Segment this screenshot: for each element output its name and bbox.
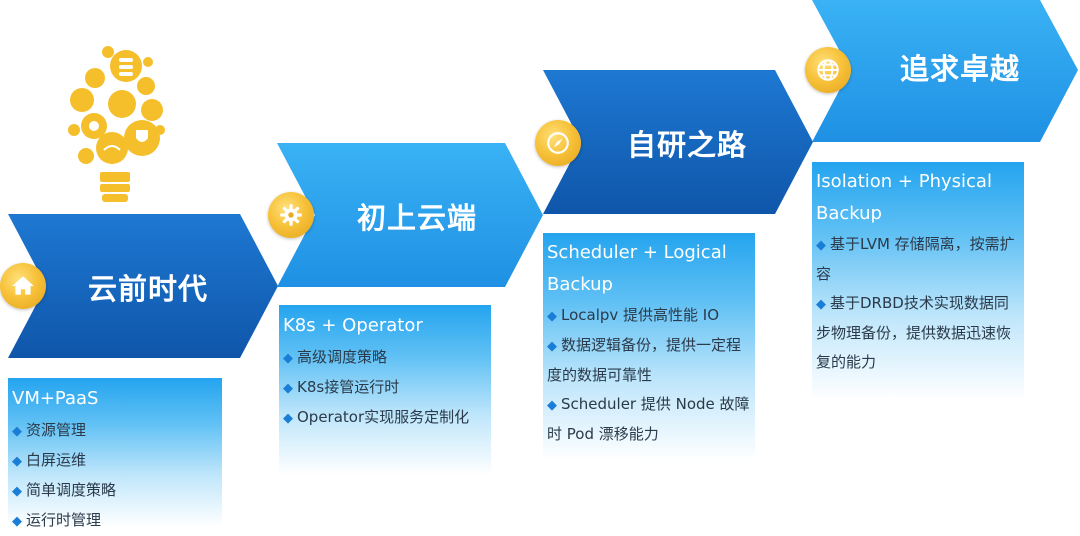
chevron-stage-2 bbox=[277, 143, 543, 287]
diamond-bullet-icon: ◆ bbox=[283, 411, 293, 426]
stage-4-panel: Isolation + Physical Backup ◆基于LVM 存储隔离，… bbox=[812, 162, 1024, 400]
list-item: ◆Operator实现服务定制化 bbox=[283, 408, 470, 426]
list-item: ◆K8s接管运行时 bbox=[283, 378, 400, 396]
list-item: ◆Scheduler 提供 Node 故障时 Pod 漂移能力 bbox=[547, 395, 750, 443]
lightbulb-icon bbox=[68, 46, 165, 202]
stage-1-panel: VM+PaaS ◆资源管理 ◆白屏运维 ◆简单调度策略 ◆运行时管理 bbox=[8, 378, 222, 529]
list-item: ◆资源管理 bbox=[12, 421, 87, 439]
diamond-bullet-icon: ◆ bbox=[12, 484, 22, 499]
diamond-bullet-icon: ◆ bbox=[816, 238, 826, 253]
gear-icon bbox=[268, 192, 314, 238]
diamond-bullet-icon: ◆ bbox=[283, 351, 293, 366]
list-item: ◆数据逻辑备份，提供一定程度的数据可靠性 bbox=[547, 336, 742, 384]
diamond-bullet-icon: ◆ bbox=[12, 514, 22, 529]
list-item: ◆基于LVM 存储隔离，按需扩容 bbox=[816, 235, 1015, 283]
diamond-bullet-icon: ◆ bbox=[12, 454, 22, 469]
list-item: ◆简单调度策略 bbox=[12, 481, 117, 499]
stage-3-title: 自研之路 bbox=[627, 128, 748, 162]
list-item: ◆基于DRBD技术实现数据同步物理备份，提供数据迅速恢复的能力 bbox=[816, 294, 1012, 371]
diamond-bullet-icon: ◆ bbox=[547, 309, 557, 324]
chevron-stage-1 bbox=[8, 214, 278, 358]
stage-4-panel-title: Isolation + Physical Backup bbox=[816, 171, 992, 224]
list-item: ◆高级调度策略 bbox=[283, 348, 388, 366]
home-icon bbox=[0, 263, 46, 309]
diamond-bullet-icon: ◆ bbox=[547, 339, 557, 354]
list-item: ◆运行时管理 bbox=[12, 511, 102, 529]
diamond-bullet-icon: ◆ bbox=[547, 398, 557, 413]
list-item: ◆Localpv 提供高性能 IO bbox=[547, 306, 720, 324]
stage-2-panel: K8s + Operator ◆高级调度策略 ◆K8s接管运行时 ◆Operat… bbox=[279, 305, 491, 475]
stage-1-title: 云前时代 bbox=[88, 272, 209, 306]
stage-1-panel-title: VM+PaaS bbox=[12, 388, 99, 409]
stage-4-title: 追求卓越 bbox=[900, 52, 1021, 86]
chevron-stage-4 bbox=[812, 0, 1078, 142]
stage-2-panel-title: K8s + Operator bbox=[283, 315, 423, 336]
list-item: ◆白屏运维 bbox=[12, 451, 87, 469]
stage-3-panel: Scheduler + Logical Backup ◆Localpv 提供高性… bbox=[543, 233, 755, 461]
diamond-bullet-icon: ◆ bbox=[816, 297, 826, 312]
compass-icon bbox=[535, 120, 581, 166]
diamond-bullet-icon: ◆ bbox=[12, 424, 22, 439]
diamond-bullet-icon: ◆ bbox=[283, 381, 293, 396]
stage-2-title: 初上云端 bbox=[357, 201, 478, 235]
chevron-stage-3 bbox=[543, 70, 813, 214]
stage-3-panel-title: Scheduler + Logical Backup bbox=[547, 242, 727, 295]
globe-icon bbox=[805, 47, 851, 93]
